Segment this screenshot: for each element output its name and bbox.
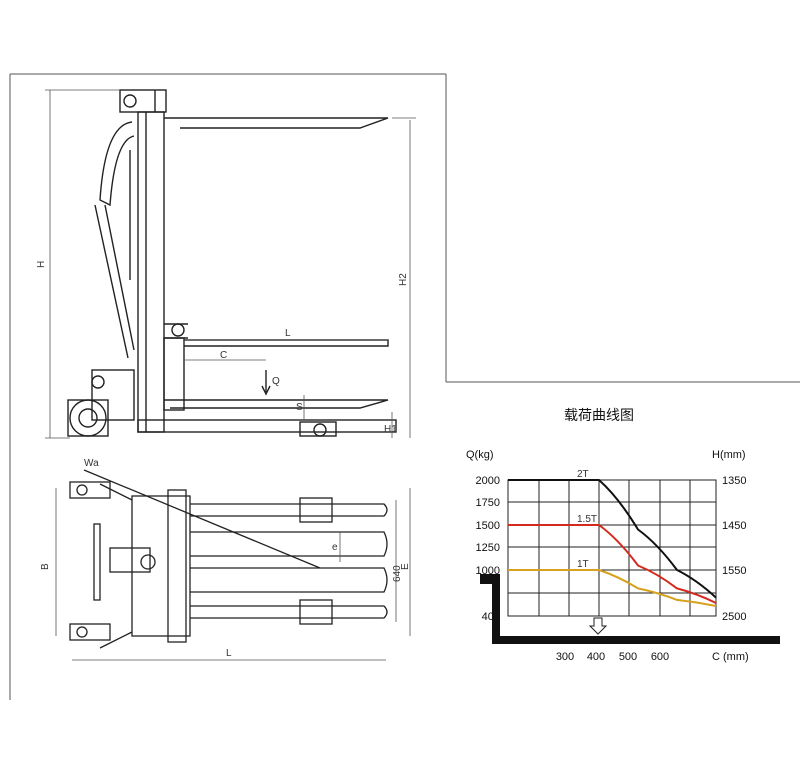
- series-label-1.5T: 1.5T: [577, 514, 597, 525]
- fork-silhouette: [480, 574, 780, 644]
- label-E: E: [400, 563, 411, 570]
- right-tick-2500: 2500: [722, 611, 746, 623]
- x-axis-title: C (mm): [712, 651, 749, 663]
- series-line-1.5T: [508, 524, 717, 604]
- x-tick-300: 300: [556, 651, 574, 663]
- series-line-1T: [508, 569, 717, 608]
- right-tick-1450: 1450: [722, 520, 746, 532]
- x-tick-500: 500: [619, 651, 637, 663]
- chart-title: 载荷曲线图: [564, 408, 634, 424]
- left-tick-1500: 1500: [476, 520, 500, 532]
- chart-series: 2T 1.5T 1T: [508, 469, 717, 608]
- right-tick-1550: 1550: [722, 565, 746, 577]
- left-tick-400: 400: [482, 611, 500, 623]
- top-view-label-group: Wa B L e 640 E: [40, 458, 411, 659]
- series-line-2T: [508, 479, 717, 599]
- label-H1: H1: [384, 424, 397, 435]
- label-L-side: L: [285, 328, 291, 339]
- label-C: C: [220, 350, 227, 361]
- left-tick-2000: 2000: [476, 475, 500, 487]
- right-tick-labels: 1350 1450 1550 2500: [722, 475, 746, 623]
- top-view-dimensions: [55, 488, 411, 661]
- side-view-drawing: [67, 89, 397, 437]
- chart-grid: [507, 479, 717, 617]
- label-Wa: Wa: [84, 458, 99, 469]
- left-tick-1750: 1750: [476, 497, 500, 509]
- top-view-drawing: [69, 469, 388, 649]
- left-tick-1000: 1000: [476, 565, 500, 577]
- series-label-2T: 2T: [577, 469, 589, 480]
- label-S: S: [296, 402, 303, 413]
- side-view-label-group: H H2 L C Q S H1: [36, 261, 409, 435]
- label-H2: H2: [398, 273, 409, 286]
- label-e: e: [332, 542, 338, 553]
- label-B: B: [40, 563, 51, 570]
- axis-title-left: Q(kg): [466, 449, 494, 461]
- label-640: 640: [392, 565, 403, 582]
- side-view-dimensions: [45, 89, 416, 439]
- x-tick-400: 400: [587, 651, 605, 663]
- left-tick-1250: 1250: [476, 542, 500, 554]
- axis-title-right: H(mm): [712, 449, 746, 461]
- x-tick-600: 600: [651, 651, 669, 663]
- load-center-arrow: [588, 617, 608, 635]
- label-L-top: L: [226, 648, 232, 659]
- label-H: H: [36, 261, 47, 268]
- label-Q: Q: [272, 376, 280, 387]
- frame: [9, 73, 800, 700]
- series-label-1T: 1T: [577, 559, 589, 570]
- x-tick-labels: 300 400 500 600: [556, 651, 669, 663]
- right-tick-1350: 1350: [722, 475, 746, 487]
- left-tick-labels: 2000 1750 1500 1250 1000 400: [476, 475, 500, 623]
